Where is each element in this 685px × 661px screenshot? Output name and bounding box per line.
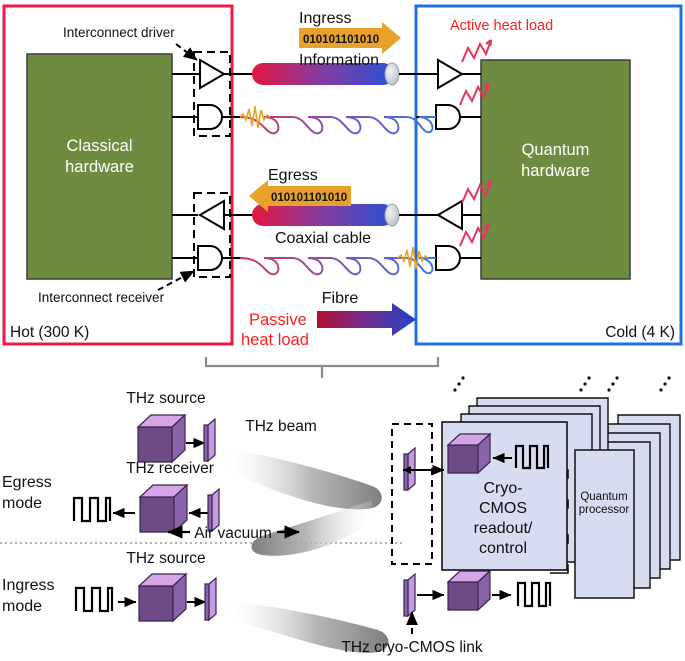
thz-link-window-ingress [403, 572, 416, 618]
fibre-line-upper [239, 116, 436, 135]
thz-link-window-egress [403, 446, 416, 492]
panel-connector-bracket [204, 357, 440, 378]
classical-hardware-label-2: hardware [65, 158, 134, 176]
receiver-and-gate [197, 245, 223, 271]
ingress-arrow-shape [299, 22, 401, 54]
pulse-train-onchip-egress [514, 444, 550, 470]
optical-pulse-upper [239, 105, 271, 129]
thz-window-egress-source [203, 417, 216, 463]
coaxial-cable-lower [252, 204, 394, 226]
onchip-thz-cube-ingress [446, 569, 492, 612]
coaxial-cable-upper [252, 63, 394, 85]
fibre-label: Fibre [322, 290, 359, 307]
ingress-mode-label-1: Ingress [2, 577, 54, 594]
thz-receiver-cube [138, 483, 189, 534]
quantum-hardware-label-1: Quantum [522, 141, 590, 159]
egress-arrow-shape [249, 180, 351, 212]
coax-connector-upper [384, 62, 400, 86]
egress-title: Egress [268, 167, 318, 184]
heat-squiggle-3 [461, 180, 493, 204]
thz-beam-ingress [228, 600, 389, 653]
interconnect-receiver-callout: Interconnect receiver [38, 290, 165, 305]
driver-callout-arrow [175, 43, 198, 61]
pulse-train-ingress-in [74, 586, 114, 613]
passive-heat-load-label-1: Passive [249, 311, 307, 329]
cold-temperature-label: Cold (4 K) [605, 324, 675, 341]
thz-beam-egress-upper [228, 448, 382, 510]
ingress-title: Ingress [299, 10, 351, 27]
driver-buffer-gate [199, 58, 226, 90]
quantum-processor-label-1: Quantum [580, 491, 627, 503]
classical-hardware-label-1: Classical [66, 137, 132, 155]
ingress-mode-label-2: mode [2, 598, 42, 615]
thz-beam-egress-lower [251, 500, 372, 556]
pulse-train-onchip-ingress [516, 581, 552, 608]
quantum-hardware-block [480, 59, 631, 280]
cold-and-gate-lower [435, 245, 461, 271]
optical-pulse-lower [397, 246, 429, 270]
heat-squiggle-2 [459, 82, 491, 106]
coaxial-cable-label: Coaxial cable [275, 230, 371, 247]
cold-region-border [414, 4, 683, 346]
thz-source-label-egress: THz source [126, 390, 205, 407]
classical-hardware-block [26, 53, 173, 280]
thz-cryocmos-link-label: THz cryo-CMOS link [341, 639, 482, 656]
quantum-processor-label-2: processor [579, 504, 630, 516]
active-heat-load-label: Active heat load [450, 18, 553, 34]
thz-window-egress-receiver [207, 487, 220, 533]
receiver-callout-arrow [157, 270, 195, 291]
pulse-train-egress-out [72, 496, 112, 523]
thz-receiver-label: THz receiver [126, 460, 214, 477]
quantum-processor-front [574, 449, 635, 599]
hot-region-border [2, 4, 234, 346]
thz-cryocmos-link-box-upper [391, 423, 433, 565]
cold-and-gate-upper [435, 104, 461, 130]
egress-bits: 010101101010 [271, 192, 347, 204]
information-label: Information [299, 52, 379, 69]
egress-mode-label-2: mode [2, 495, 42, 512]
quantum-hardware-label-2: hardware [521, 162, 590, 180]
egress-mode-label-1: Egress [2, 474, 52, 491]
cold-buffer-gate-upper [437, 58, 464, 90]
heat-squiggle-1 [461, 39, 493, 63]
ingress-bits: 010101101010 [303, 34, 379, 46]
cryo-cmos-label-3: readout/ [474, 520, 533, 537]
coax-connector-lower [384, 203, 400, 227]
driver-and-gate [197, 104, 223, 130]
onchip-thz-cube-egress [446, 432, 492, 475]
thz-window-ingress-source [204, 576, 217, 622]
thz-beam-label: THz beam [245, 418, 317, 435]
cryo-cmos-label-4: control [479, 540, 527, 557]
passive-heat-load-label-2: heat load [241, 331, 309, 349]
interconnect-receiver-dashed-box [193, 192, 231, 278]
thz-source-cube-egress [136, 413, 187, 464]
thz-source-label-ingress: THz source [126, 550, 205, 567]
interconnect-driver-dashed-box [193, 51, 231, 137]
thz-source-cube-ingress [137, 572, 188, 623]
hot-temperature-label: Hot (300 K) [10, 324, 89, 341]
cryo-cmos-label-1: Cryo- [483, 480, 522, 497]
passive-heat-arrow [317, 303, 416, 336]
cold-buffer-gate-lower [436, 199, 463, 231]
fibre-line-lower [239, 257, 436, 276]
cryo-cmos-label-2: CMOS [479, 500, 527, 517]
heat-squiggle-4 [459, 223, 491, 247]
interconnect-driver-callout: Interconnect driver [63, 25, 175, 40]
receiver-buffer-gate [198, 199, 225, 231]
stack-ellipsis-marks [453, 376, 671, 392]
air-vacuum-label: Air vacuum [194, 525, 272, 542]
